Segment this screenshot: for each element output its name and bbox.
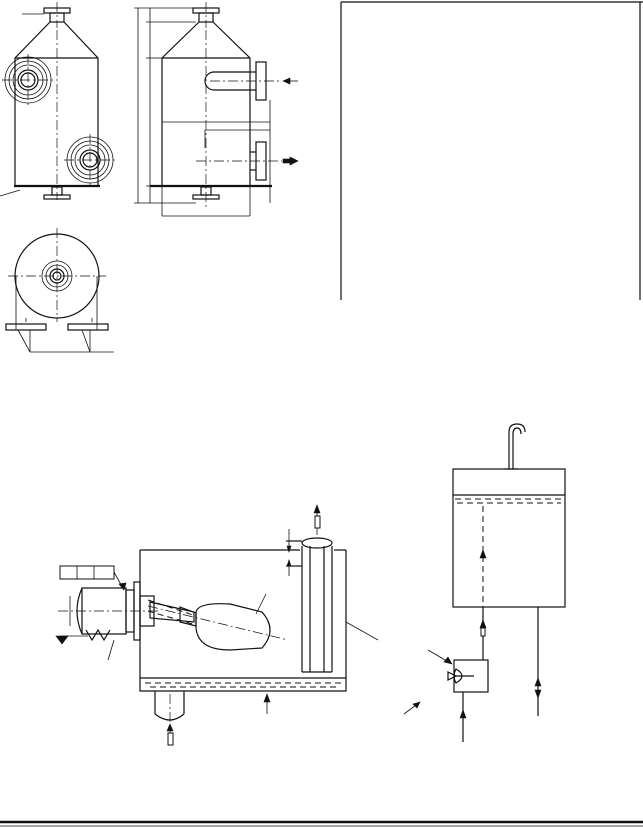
specification-table [340,1,643,300]
lower-flange-circle [64,134,118,186]
vessel-front-view [0,2,118,200]
sheet-bottom-border [0,820,643,827]
vessel-top-view [5,228,114,353]
vessel-side-view [134,2,299,217]
float-valve-tank [55,504,379,746]
upper-flange-circle [2,54,54,106]
pump-feed-tank [403,423,566,742]
